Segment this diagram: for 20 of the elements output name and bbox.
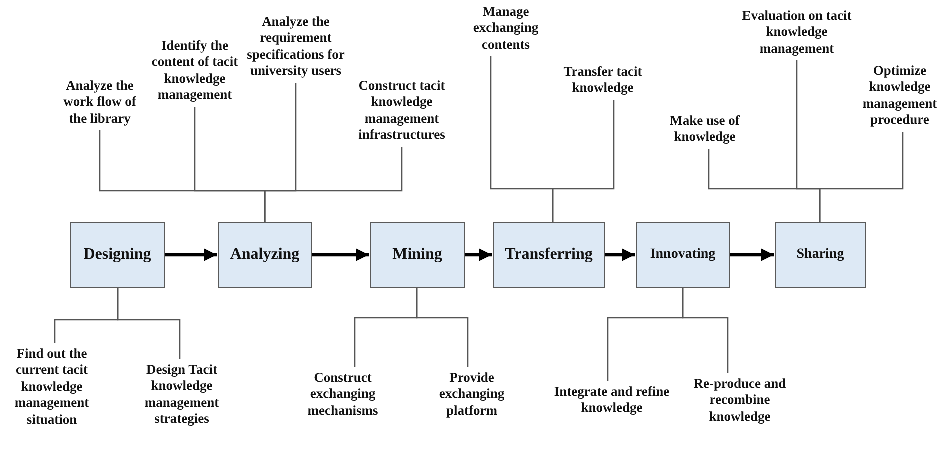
connector-line: [416, 288, 469, 367]
stage-box: Sharing: [775, 222, 866, 288]
stage-box: Innovating: [636, 222, 730, 288]
flow-arrow: [312, 248, 369, 262]
stage-box: Transferring: [493, 222, 605, 288]
connector-line: [264, 147, 403, 222]
connector-line: [552, 100, 615, 222]
stage-box: Designing: [70, 222, 165, 288]
connector-line: [117, 288, 181, 359]
task-text: Analyze the requirement specifications for university users: [246, 14, 346, 80]
task-text: Integrate and refine knowledge: [554, 384, 670, 417]
stage-box: Mining: [370, 222, 465, 288]
connector-line: [819, 132, 904, 222]
flow-arrow: [465, 248, 492, 262]
connector-line: [682, 288, 729, 373]
flow-arrow: [605, 248, 635, 262]
flow-arrow: [730, 248, 774, 262]
task-text: Identify the content of tacit knowledge management: [149, 38, 241, 104]
stage-box: Analyzing: [218, 222, 312, 288]
flow-arrow: [165, 248, 217, 262]
